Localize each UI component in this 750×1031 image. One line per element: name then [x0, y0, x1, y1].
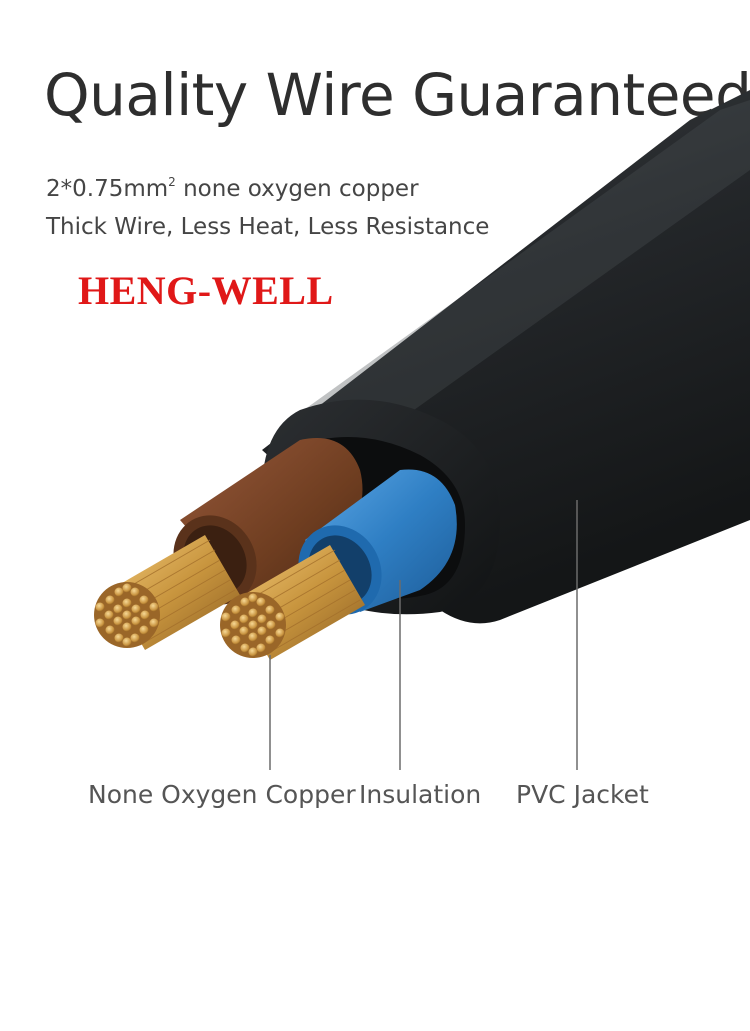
spec-material: none oxygen copper: [175, 176, 419, 202]
spec-line-benefits: Thick Wire, Less Heat, Less Resistance: [46, 214, 490, 240]
spec-size: 2*0.75mm: [46, 176, 169, 202]
spec-size-superscript: 2: [168, 175, 176, 189]
label-insulation: Insulation: [359, 780, 482, 809]
brand-name: HENG-WELL: [78, 268, 334, 313]
label-pvc-jacket: PVC Jacket: [516, 780, 649, 809]
page-title: Quality Wire Guaranteed: [44, 61, 750, 129]
spec-line-conductor: 2*0.75mm2 none oxygen copper: [46, 175, 419, 202]
label-none-oxygen-copper: None Oxygen Copper: [88, 780, 356, 809]
pvc-jacket-highlight: [290, 100, 750, 470]
